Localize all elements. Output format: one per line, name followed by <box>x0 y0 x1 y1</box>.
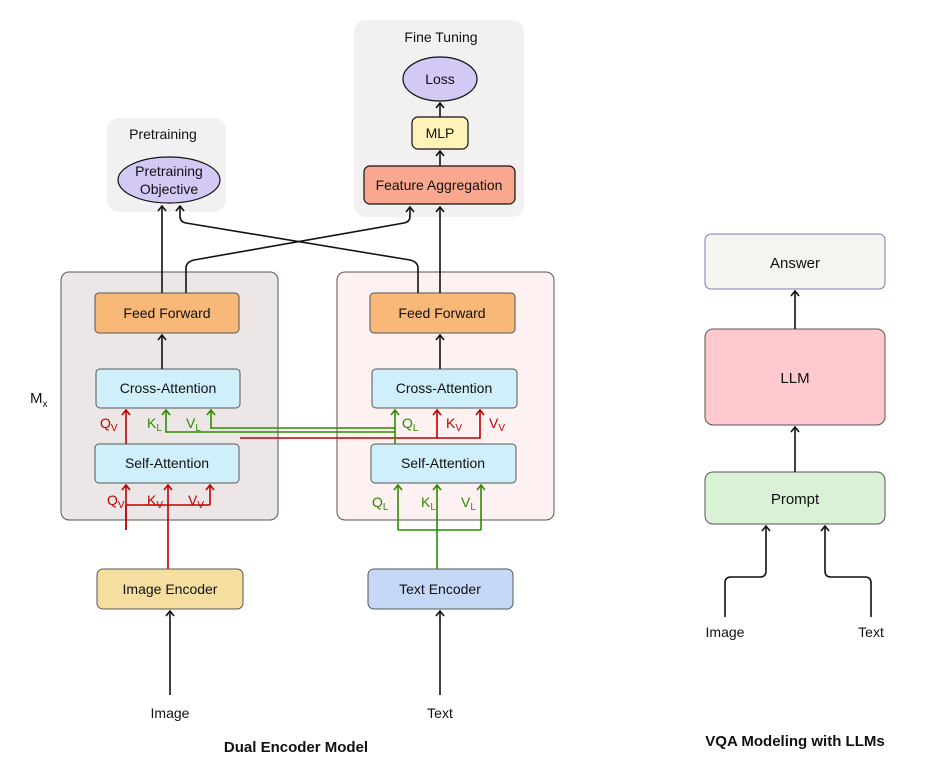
right-cross-ql-label: QL <box>402 415 419 434</box>
loss-label: Loss <box>425 71 455 87</box>
right-to-left-vl-path <box>206 408 395 429</box>
cross-attention-left-node <box>95 368 241 409</box>
vqa-image-label: Image <box>706 624 745 640</box>
llm-label: LLM <box>780 370 809 387</box>
vqa-text-arrow <box>820 524 872 617</box>
right-self-ql-label: QL <box>372 494 389 513</box>
right-to-left-kl-path <box>161 408 395 433</box>
self-attention-right-node <box>370 443 517 484</box>
right-cross-vv-label: VV <box>489 415 505 434</box>
right-ff-to-objective-arrow <box>175 204 419 293</box>
loss-node <box>402 56 478 102</box>
feed-forward-left-label: Feed Forward <box>123 305 210 321</box>
right-cross-kv-label: KV <box>446 415 462 434</box>
feed-forward-right-node <box>369 292 516 334</box>
self-attention-left-label: Self-Attention <box>125 455 209 471</box>
image-encoder-node <box>96 568 244 610</box>
vqa-text-label: Text <box>858 624 884 640</box>
dual-encoder-caption: Dual Encoder Model <box>224 739 368 756</box>
vqa-caption: VQA Modeling with LLMs <box>705 733 884 750</box>
pretraining-group-title: Pretraining <box>129 126 197 142</box>
pretraining-objective-label-2: Objective <box>140 181 199 197</box>
pretraining-objective-label-1: Pretraining <box>135 163 203 179</box>
answer-label: Answer <box>770 255 820 272</box>
feed-forward-right-label: Feed Forward <box>398 305 485 321</box>
prompt-label: Prompt <box>771 491 820 508</box>
left-cross-vl-label: VL <box>186 415 201 434</box>
mx-label-main: M <box>30 390 43 407</box>
mx-label: Mx <box>30 390 48 410</box>
left-cross-qv-label: QV <box>100 415 118 434</box>
pretraining-objective-node <box>117 156 221 204</box>
right-self-vl-label: VL <box>461 494 476 513</box>
feature-aggregation-label: Feature Aggregation <box>376 177 503 193</box>
left-self-kv-label: KV <box>147 492 163 511</box>
answer-node <box>704 233 886 290</box>
text-encoder-node <box>367 568 514 610</box>
right-self-kl-label: KL <box>421 494 436 513</box>
left-self-qv-label: QV <box>107 492 125 511</box>
left-self-vv-label: VV <box>188 492 204 511</box>
feed-forward-left-node <box>94 292 240 334</box>
cross-attention-left-label: Cross-Attention <box>120 380 216 396</box>
image-input-label: Image <box>151 705 190 721</box>
text-encoder-label: Text Encoder <box>399 581 481 597</box>
fine-tuning-group-title: Fine Tuning <box>404 29 477 45</box>
cross-attention-right-label: Cross-Attention <box>396 380 492 396</box>
vqa-image-arrow <box>724 524 771 617</box>
left-cross-kl-label: KL <box>147 415 162 434</box>
text-input-label: Text <box>427 705 453 721</box>
self-attention-left-node <box>94 443 240 484</box>
mx-label-sub: x <box>43 399 48 410</box>
mlp-label: MLP <box>426 125 455 141</box>
cross-attention-right-node <box>371 368 518 409</box>
right-cross-vv-path <box>437 408 485 439</box>
image-encoder-label: Image Encoder <box>123 581 218 597</box>
self-attention-right-label: Self-Attention <box>401 455 485 471</box>
